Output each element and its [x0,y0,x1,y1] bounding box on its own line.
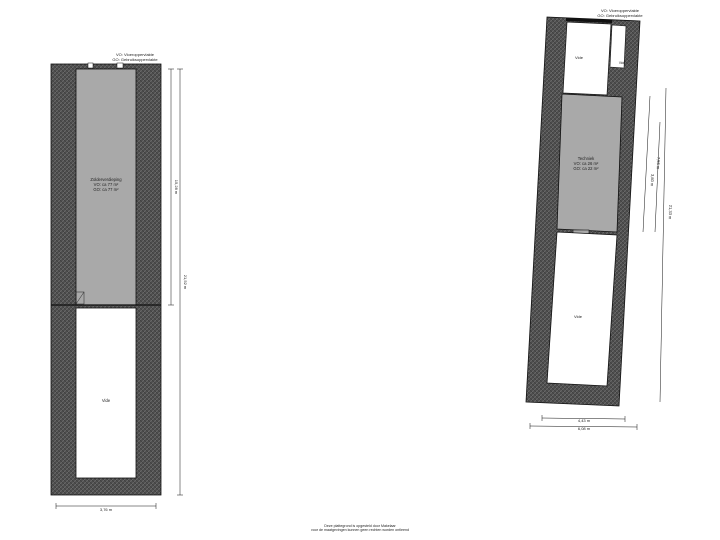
left-legend-go: GO: Gebruiksoppervlakte [112,57,158,62]
footer-line-1: Deze plattegrond is opgesteld door Makel… [324,524,396,528]
left-floor-plan: VO: Vloeroppervlakte GO: Gebruiksoppervl… [50,52,188,512]
right-room-side-name: Vide [619,61,626,65]
left-dim-outer-label: 21,52 m [183,275,188,290]
right-dim-inner-width-line [541,417,626,420]
right-dim-c-line [659,87,667,403]
right-room-gray-go: GO: ca 22 m² [573,166,599,171]
left-window-1 [87,62,94,69]
left-room-gray-vo: VO: ca 77 m² [94,182,119,187]
left-room-gray-name: Zolderverdieping [90,177,122,182]
left-hatch-diagonal [75,291,85,305]
right-room-vide-top [562,21,612,96]
right-dim-b-line [654,121,661,233]
right-legend-vo: VO: Vloeroppervlakte [601,8,640,13]
right-room-gray-vo: VO: ca 26 m² [574,161,599,166]
right-dim-outer-width-label: 6,08 m [578,426,591,431]
left-dim-width-label: 3,76 m [100,507,113,512]
left-hatch-box [75,291,85,305]
right-top-strip [566,18,612,23]
left-window-2 [116,62,124,69]
footer-disclaimer: Deze plattegrond is opgesteld door Makel… [311,524,409,532]
right-room-gray-name: Techniek [578,156,595,161]
right-dim-a-line [642,95,651,233]
right-room-vide-side [609,24,627,69]
left-room-vide [75,307,137,479]
left-room-zolderverdieping [75,68,137,306]
left-legend-vo: VO: Vloeroppervlakte [116,52,155,57]
right-room-bottom-name: Vide [574,314,583,319]
right-floor-plan: VO: Vloeroppervlakte GO: Gebruiksoppervl… [525,8,674,431]
right-room-techniek [556,93,623,233]
right-dim-c-label: 21,33 m [668,205,674,220]
right-dim-a-label: 7,56 m [656,157,661,170]
left-room-gray-go: GO: ca 77 m² [93,187,119,192]
right-room-vide-bottom [546,231,618,387]
right-legend-go: GO: Gebruiksoppervlakte [597,13,643,18]
left-room-white-name: Vide [102,398,111,403]
right-dim-inner-width-label: 4,43 m [578,418,591,423]
right-dim-outer-width-line [529,425,638,428]
right-room-top-name: Vide [575,55,584,60]
footer-line-2: voor de maatgevingen kunnen geen rechten… [311,528,409,532]
left-dim-inner-label: 15,28 m [174,180,179,195]
right-dim-b-label: 3,80 m [650,174,655,187]
